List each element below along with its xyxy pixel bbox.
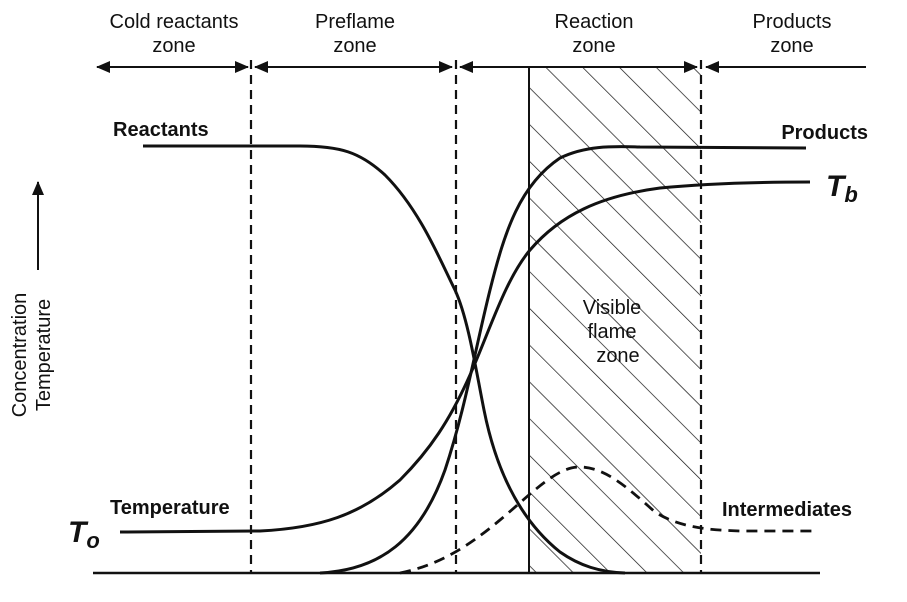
preflame-zone-label-2: zone: [333, 35, 376, 57]
visible-flame-zone-region: [529, 68, 701, 573]
visible-flame-label-1: Visible: [583, 297, 642, 319]
temperature-curve: [119, 180, 811, 534]
axis-label-temperature: Temperature: [33, 299, 55, 411]
intermediates-label: Intermediates: [722, 499, 852, 521]
cold-reactants-zone-label-2: zone: [152, 35, 195, 57]
products-zone-label-2: zone: [770, 35, 813, 57]
initial-temperature-symbol: To: [68, 516, 100, 553]
reactants-curve: [143, 144, 626, 575]
visible-flame-label-3: zone: [596, 345, 639, 367]
products-label: Products: [781, 122, 868, 144]
reaction-zone-label-2: zone: [572, 35, 615, 57]
axis-label-concentration: Concentration: [9, 293, 31, 418]
temperature-label: Temperature: [110, 497, 230, 519]
visible-flame-label-2: flame: [588, 321, 637, 343]
cold-reactants-zone-label-1: Cold reactants: [110, 11, 239, 33]
final-temperature-symbol: Tb: [826, 170, 858, 207]
products-zone-label-1: Products: [753, 11, 832, 33]
products-curve: [319, 145, 807, 575]
preflame-zone-label-1: Preflame: [315, 11, 395, 33]
reactants-label: Reactants: [113, 119, 209, 141]
intermediates-curve: [399, 465, 815, 575]
reaction-zone-label-1: Reaction: [555, 11, 634, 33]
